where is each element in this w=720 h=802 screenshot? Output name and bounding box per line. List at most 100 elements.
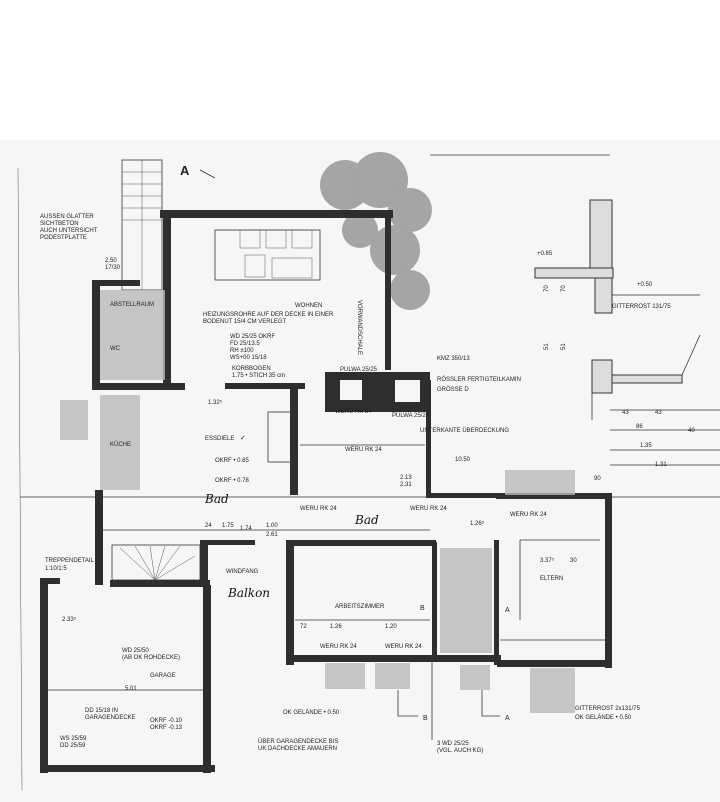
tree-drawing [320,152,432,310]
svg-text:43: 43 [655,410,662,416]
svg-text:51: 51 [561,343,567,350]
svg-text:HEIZUNGSROHRE AUF DER DECKE IN: HEIZUNGSROHRE AUF DER DECKE IN EINER [203,312,334,318]
svg-text:1.31: 1.31 [655,462,667,468]
svg-text:1.74: 1.74 [240,526,252,532]
svg-text:OKRF • 0.78: OKRF • 0.78 [215,478,249,484]
note-wd-bottom: 3 WD 25/25(VGL. AUCH KG) [437,741,483,754]
room-label-eltern: ELTERN [540,576,563,582]
room-label-wc: WC [110,346,121,352]
svg-text:RH ±100: RH ±100 [230,348,254,354]
svg-text:2.50: 2.50 [105,258,117,264]
window-labels: WERU RK 24 WERU RK 24 WERU RK 24 WERU RK… [300,300,547,650]
interior-lines [20,229,720,691]
svg-text:OKRF • 0.85: OKRF • 0.85 [215,458,249,464]
room-label-kueche: KÜCHE [110,441,131,448]
svg-text:24: 24 [205,523,212,529]
svg-text:SICHTBETON: SICHTBETON [40,221,79,227]
svg-text:(AB OK ROHDECKE): (AB OK ROHDECKE) [122,655,180,661]
room-label-arbeitszimmer: ARBEITSZIMMER [335,604,385,610]
svg-text:1.26⁵: 1.26⁵ [470,520,485,527]
floor-plan: A A A B B WOHNEN ESSDIELE KÜCHE ARBEITSZ… [17,152,720,791]
svg-text:DD 25/59: DD 25/59 [60,743,86,749]
svg-text:WD 25/25 OKRF: WD 25/25 OKRF [230,334,275,340]
svg-text:3 WD 25/25: 3 WD 25/25 [437,741,469,747]
svg-text:FD 25/13.5: FD 25/13.5 [230,341,260,347]
svg-text:GRÖSSE D: GRÖSSE D [437,386,469,393]
walls [40,210,612,773]
svg-text:TREPPENDETAIL: TREPPENDETAIL [45,558,95,564]
room-label-essdiele: ESSDIELE [205,436,234,442]
svg-text:OKRF -0.13: OKRF -0.13 [150,725,183,731]
dimension-labels: 10.50 1.74 1.75 2.61 1.00 24 1.26⁵ 2.33⁵… [62,258,695,692]
svg-text:86: 86 [636,424,643,430]
check-mark: ✓ [240,435,246,442]
svg-text:5.01: 5.01 [125,686,137,692]
section-cut-lines [199,169,500,740]
svg-text:10.50: 10.50 [455,457,471,463]
exterior-stair [121,159,163,291]
svg-text:PULWA 25/20: PULWA 25/20 [392,413,430,419]
note-kamin-kmz: KMZ 350/13 [437,356,470,362]
svg-text:1.75 • STICH 35 cm: 1.75 • STICH 35 cm [232,373,285,379]
svg-text:OKRF -0.10: OKRF -0.10 [150,718,183,724]
svg-text:WERU RK 24: WERU RK 24 [345,447,382,453]
svg-text:2.13: 2.13 [400,475,412,481]
svg-text:72: 72 [300,624,307,630]
svg-text:WD 25/50: WD 25/50 [122,648,149,654]
svg-text:3.37⁵: 3.37⁵ [540,557,555,564]
svg-text:DD 15/18 IN: DD 15/18 IN [85,708,118,714]
interior-stair [111,544,201,581]
svg-text:GARAGENDECKE: GARAGENDECKE [85,715,136,721]
handwritten-bad-2: Bad [354,513,379,527]
svg-text:WERU RK 24: WERU RK 24 [510,512,547,518]
svg-text:AUCH UNTERSICHT: AUCH UNTERSICHT [40,228,98,234]
svg-text:70: 70 [544,285,550,292]
level-plus085: +0.85 [537,251,553,257]
svg-text:WERU RK 24: WERU RK 24 [300,506,337,512]
svg-text:BODENUT 15/4 CM VERLEGT: BODENUT 15/4 CM VERLEGT [203,319,287,325]
handwritten-balkon: Balkon [227,586,270,600]
svg-text:90: 90 [594,476,601,482]
note-gitterrost-1: GITTERROST 131/75 [612,304,671,310]
svg-text:30: 30 [570,558,577,564]
tile-hatch [60,290,575,713]
svg-text:1:10/1:5: 1:10/1:5 [45,566,67,572]
section-mark-b-bottom: B [423,715,428,722]
svg-text:1.35: 1.35 [640,443,652,449]
svg-text:RÖSSLER FERTIGTEILKAMIN: RÖSSLER FERTIGTEILKAMIN [437,376,521,383]
svg-text:43: 43 [622,410,629,416]
svg-text:AUSSEN GLATTER: AUSSEN GLATTER [40,214,94,220]
svg-text:1.20: 1.20 [385,624,397,630]
svg-text:1.26: 1.26 [330,624,342,630]
note-garage-wd: WD 25/50(AB OK ROHDECKE) [122,648,180,661]
handwritten-bad-1: Bad [204,492,229,506]
svg-text:1.32⁵: 1.32⁵ [208,399,223,406]
svg-text:WERU RK 24: WERU RK 24 [320,644,357,650]
svg-text:70: 70 [561,285,567,292]
note-ok-gelaende-2: OK GELÄNDE • 0.50 [575,714,632,721]
svg-text:WERU RK 24: WERU RK 24 [410,506,447,512]
svg-text:WS+00 15/18: WS+00 15/18 [230,355,267,361]
svg-text:UK DACHDECKE AMAUERN: UK DACHDECKE AMAUERN [258,746,337,752]
svg-text:40: 40 [688,428,695,434]
svg-text:ÜBER GARAGENDECKE BIS: ÜBER GARAGENDECKE BIS [258,738,338,745]
svg-text:PULWA 25/25: PULWA 25/25 [340,367,378,373]
svg-text:(VGL. AUCH KG): (VGL. AUCH KG) [437,748,483,754]
border-line [17,167,23,791]
note-heizung: HEIZUNGSROHRE AUF DER DECKE IN EINERBODE… [203,312,334,325]
svg-text:1.75: 1.75 [222,523,234,529]
svg-text:VORWANDSCHALE: VORWANDSCHALE [356,300,362,355]
note-ok-gelaende-1: OK GELÄNDE • 0.50 [283,709,340,716]
section-mark-b-mid: B [420,605,425,612]
room-label-abstellraum: ABSTELLRAUM [110,302,154,308]
room-label-wohnen: WOHNEN [295,303,322,309]
svg-text:2.33⁵: 2.33⁵ [62,616,77,623]
